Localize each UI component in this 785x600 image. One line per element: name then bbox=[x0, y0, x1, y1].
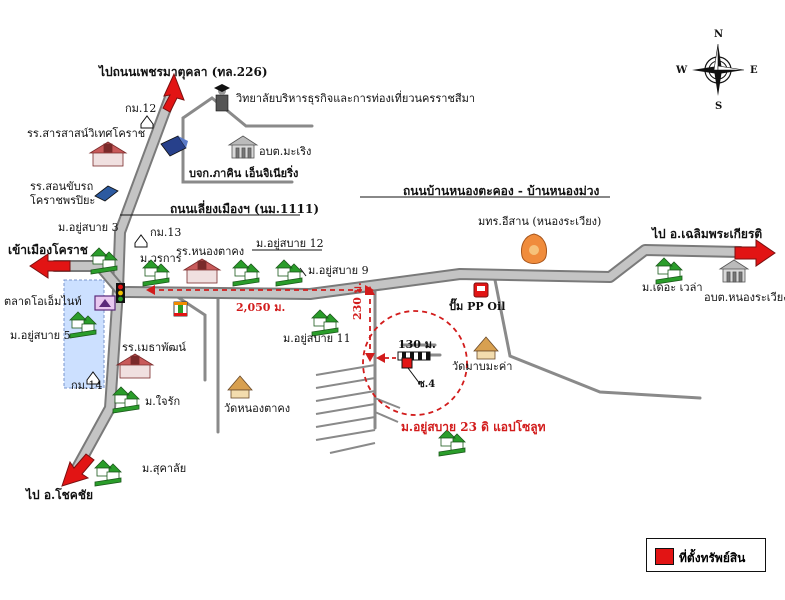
compass-east: E bbox=[750, 65, 758, 76]
legend-swatch bbox=[655, 548, 674, 565]
label-nongtakong-road: ถนนบ้านหนองตะคอง - บ้านหนองม่วง bbox=[403, 184, 600, 198]
label-moo-yusabai23: ม.อยู่สบาย 23 ดิ แอปโซลูท bbox=[401, 420, 546, 434]
label-college: วิทยาลัยบริหารธุรกิจและการท่องเที่ยวนครร… bbox=[236, 92, 476, 105]
school-icon bbox=[88, 141, 128, 167]
label-to-petchmakhu: ไปถนนเพชรมาตุคลา (ทล.226) bbox=[99, 65, 268, 79]
label-pump: ปั๊ม PP Oil bbox=[449, 300, 506, 313]
label-driving-school-2: โคราชพรปิยะ bbox=[30, 194, 96, 207]
label-school-saraswit: รร.สารสาสน์วิเทศโคราช bbox=[27, 127, 146, 140]
market-icon bbox=[94, 295, 116, 311]
compass-rose bbox=[692, 43, 745, 96]
route-dashed bbox=[150, 289, 468, 416]
label-market: ตลาดโอเอ็มไนท์ bbox=[4, 295, 82, 308]
minor-roads bbox=[168, 96, 702, 434]
govt-building-icon-2 bbox=[718, 259, 750, 283]
label-company: บจก.ภาคิน เอ็นจิเนียริ่ง bbox=[189, 167, 299, 180]
compass-south: S bbox=[715, 101, 723, 112]
label-moo-sukalai: ม.สุคาลัย bbox=[142, 462, 187, 475]
label-obt-mareng: อบต.มะเริง bbox=[259, 145, 312, 158]
label-moo-yusabai12: ม.อยู่สบาย 12 bbox=[256, 237, 324, 250]
compass-west: W bbox=[676, 65, 688, 76]
gas-station-icon bbox=[473, 282, 489, 298]
traffic-light-icon bbox=[116, 283, 125, 303]
property-site bbox=[385, 351, 431, 385]
km-posts bbox=[86, 115, 154, 385]
university-seal-icon bbox=[521, 233, 547, 264]
housing-icons bbox=[69, 247, 683, 487]
truck-icon bbox=[160, 135, 188, 157]
label-to-chaloem: ไป อ.เฉลิมพระเกียรติ bbox=[652, 227, 763, 241]
label-dist-130: 130 ม. bbox=[398, 338, 436, 351]
label-dist-2050: 2,050 ม. bbox=[236, 301, 286, 314]
label-wat-mabmakha: วัดมาบมะค่า bbox=[452, 360, 513, 373]
label-soi4: ซ.4 bbox=[418, 379, 436, 390]
leader-lines bbox=[120, 196, 610, 277]
side-streets bbox=[315, 364, 401, 454]
label-to-chokchai: ไป อ.โชคชัย bbox=[26, 488, 94, 502]
direction-arrows bbox=[29, 72, 776, 487]
car-icon bbox=[94, 185, 119, 202]
label-dist-230: 230 ม. bbox=[351, 282, 364, 320]
compass-north: N bbox=[714, 29, 724, 40]
label-km12: กม.12 bbox=[125, 102, 157, 115]
temple-icon-2 bbox=[473, 336, 499, 360]
legend-box: ที่ตั้งทรัพย์สิน bbox=[646, 538, 766, 572]
label-moo-jairak: ม.ใจรัก bbox=[145, 395, 181, 408]
label-km14: กม.14 bbox=[71, 379, 103, 392]
temple-icon bbox=[227, 375, 253, 399]
school-icon-2 bbox=[182, 258, 222, 284]
label-to-korat: เข้าเมืองโคราช bbox=[8, 243, 88, 257]
label-moo-worakarn: ม.วรการ bbox=[140, 252, 182, 265]
label-moo-dekawela: ม.เดอะ เวล่า bbox=[642, 281, 703, 294]
label-km13: กม.13 bbox=[150, 226, 182, 239]
school-icon-3 bbox=[115, 353, 155, 379]
label-school-nongtakong: รร.หนองตาคง bbox=[176, 245, 245, 258]
legend-label: ที่ตั้งทรัพย์สิน bbox=[679, 551, 746, 565]
route-arrowheads bbox=[146, 285, 385, 363]
label-isan-university: มทร.อีสาน (หนองระเวียง) bbox=[478, 215, 602, 228]
label-wat-nongtakong: วัดหนองตาคง bbox=[224, 402, 291, 415]
label-driving-school-1: รร.สอนขับรถ bbox=[30, 180, 94, 193]
label-moo-yusabai11: ม.อยู่สบาย 11 bbox=[283, 332, 351, 345]
govt-building-icon bbox=[227, 135, 259, 159]
college-icon bbox=[214, 84, 230, 112]
convenience-store-icon bbox=[173, 301, 188, 317]
label-moo-yusabai5: ม.อยู่สบาย 5 bbox=[10, 329, 71, 342]
label-moo-yusabai3: ม.อยู่สบาย 3 bbox=[58, 221, 119, 234]
label-bypass-road: ถนนเลี่ยงเมืองฯ (นม.1111) bbox=[170, 202, 320, 216]
label-moo-yusabai9: ม.อยู่สบาย 9 bbox=[308, 264, 369, 277]
label-school-mettha: รร.เมธาพัฒน์ bbox=[122, 341, 186, 354]
label-obt-nongrawiang: อบต.หนองระเวียง bbox=[704, 291, 785, 304]
